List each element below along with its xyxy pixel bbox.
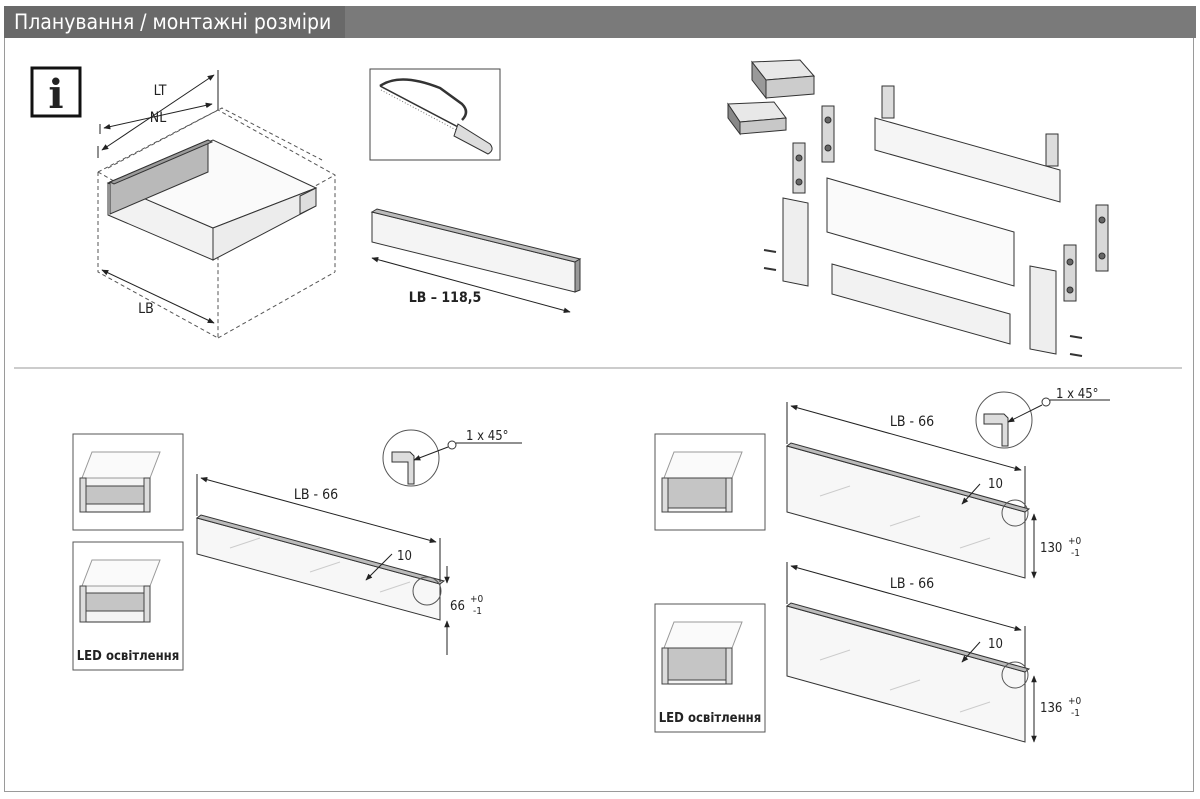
drawer-dimension-drawing bbox=[97, 70, 336, 339]
svg-text:i: i bbox=[48, 71, 63, 118]
nl-label: NL bbox=[150, 110, 166, 126]
led-label: LED освітлення bbox=[77, 649, 180, 664]
thickness-label-bottom: 10 bbox=[988, 637, 1003, 652]
thickness-label: 10 bbox=[397, 549, 412, 564]
height-value-130: 130 bbox=[1040, 541, 1062, 556]
saw-illustration bbox=[369, 68, 501, 161]
drawer-thumbnail-standard bbox=[72, 433, 184, 531]
tol-minus-130: -1 bbox=[1071, 548, 1080, 559]
tol-plus-130: +0 bbox=[1068, 536, 1082, 547]
drawer-thumbnail-led bbox=[72, 541, 184, 671]
lb-66-label-bottom: LB - 66 bbox=[890, 576, 934, 592]
tol-plus-136: +0 bbox=[1068, 696, 1082, 707]
tol-minus-136: -1 bbox=[1071, 708, 1080, 719]
title-bar: Планування / монтажні розміри bbox=[4, 6, 1196, 38]
lt-label: LT bbox=[154, 83, 167, 99]
cut-length-label: LB – 118,5 bbox=[409, 290, 482, 306]
lb-66-label-top: LB - 66 bbox=[890, 414, 934, 430]
tol-plus: +0 bbox=[470, 594, 484, 605]
front-panel-136 bbox=[785, 562, 1037, 743]
height-value-136: 136 bbox=[1040, 701, 1062, 716]
led-label-right: LED освітлення bbox=[659, 711, 762, 726]
content-frame bbox=[4, 38, 1194, 792]
tol-minus: -1 bbox=[473, 606, 482, 617]
side-rail bbox=[370, 208, 582, 314]
exploded-assembly bbox=[727, 59, 1109, 357]
chamfer-label-right: 1 x 45° bbox=[1056, 387, 1099, 402]
chamfer-label: 1 x 45° bbox=[466, 429, 509, 444]
drawer-thumbnail-tall bbox=[654, 433, 766, 531]
front-panel-66 bbox=[195, 429, 522, 655]
thickness-label-top: 10 bbox=[988, 477, 1003, 492]
drawer-thumbnail-tall-led bbox=[654, 603, 766, 733]
page-title: Планування / монтажні розміри bbox=[4, 6, 346, 38]
lb-66-label: LB - 66 bbox=[294, 487, 338, 503]
height-value: 66 bbox=[450, 599, 465, 614]
info-icon: i bbox=[30, 66, 82, 118]
front-panel-130 bbox=[785, 391, 1110, 579]
lb-label: LB bbox=[138, 301, 154, 317]
